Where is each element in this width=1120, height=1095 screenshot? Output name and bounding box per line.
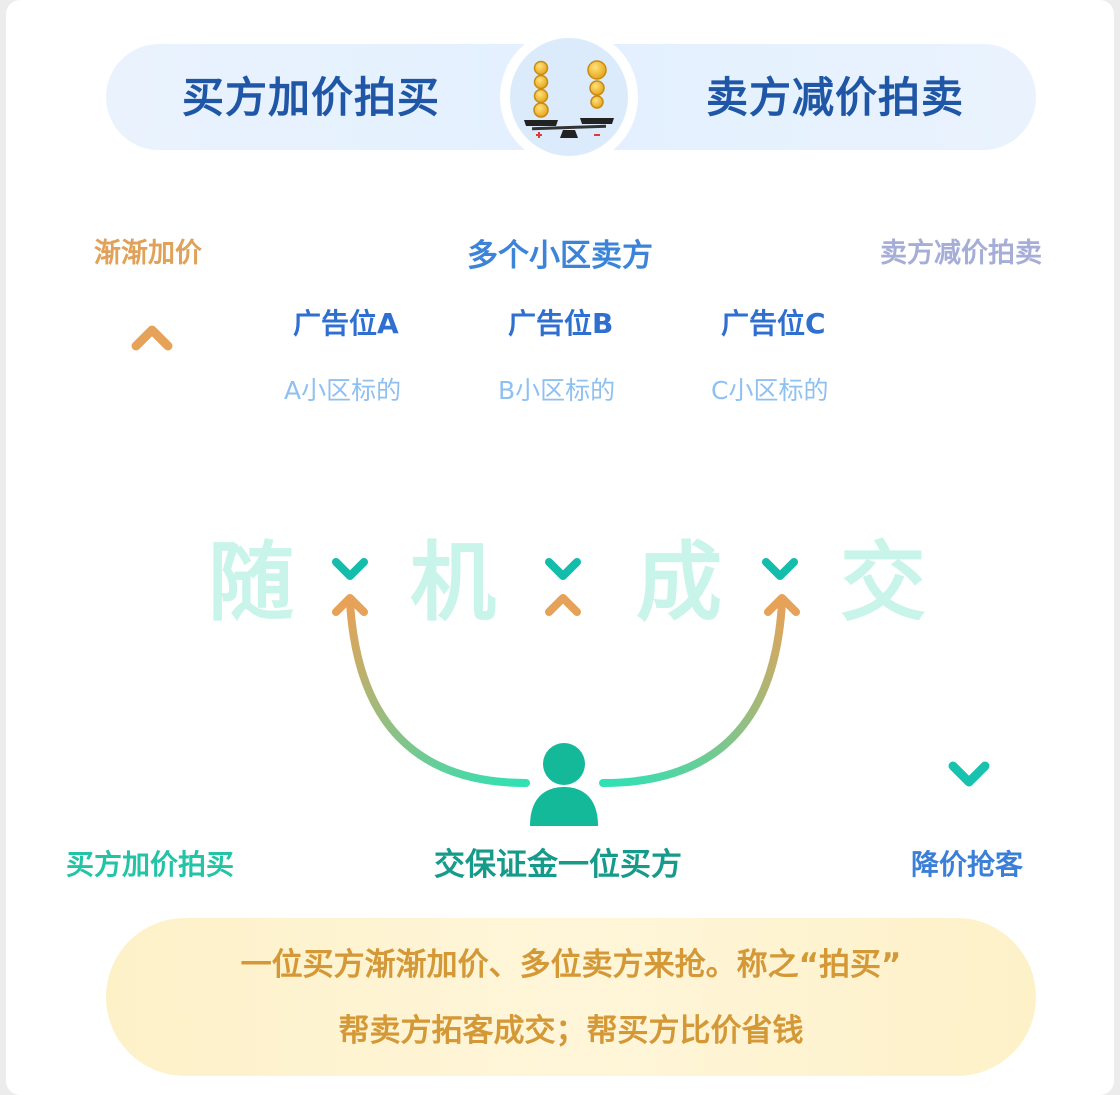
target-a-label: A小区标的 <box>284 376 402 405</box>
down-arrow-c <box>762 421 798 580</box>
down-arrow-a <box>332 421 368 580</box>
buyer-auction-title: 买方加价拍买 <box>182 73 441 122</box>
buyer-label: 交保证金一位买方 <box>434 847 682 883</box>
summary-banner: 一位买方渐渐加价、多位卖方来抢。称之“拍买” 帮卖方拓客成交；帮买方比价省钱 <box>106 918 1036 1076</box>
ad-slot-b-label: 广告位B <box>508 307 614 340</box>
person-icon <box>530 743 598 826</box>
price-rising-label: 渐渐加价 <box>94 238 202 269</box>
buyer-auction-side-label: 买方加价拍买 <box>66 848 235 881</box>
summary-line-1: 一位买方渐渐加价、多位卖方来抢。称之“拍买” <box>240 947 902 983</box>
summary-line-2: 帮卖方拓客成交；帮买方比价省钱 <box>338 1013 804 1049</box>
flow-arrows <box>131 325 990 826</box>
seller-auction-title: 卖方减价拍卖 <box>706 73 965 122</box>
buyer-arrow-b <box>545 594 581 726</box>
diagram-card: 买方加价拍买 卖方减价拍卖 <box>6 0 1114 1095</box>
price-cut-label: 降价抢客 <box>911 848 1024 881</box>
left-rising-arrow <box>131 325 173 785</box>
buyer-arrow-a <box>332 594 530 787</box>
ad-slot-a-label: 广告位A <box>293 307 399 340</box>
seller-auction-side-label: 卖方减价拍卖 <box>880 238 1042 269</box>
buyer-arrow-c <box>599 594 800 787</box>
down-arrow-b <box>545 421 581 580</box>
sellers-title: 多个小区卖方 <box>467 238 653 274</box>
ad-slot-c-label: 广告位C <box>721 307 826 340</box>
watermark-char-4: 交 <box>840 533 926 633</box>
balance-scale-coins-icon <box>500 28 638 166</box>
right-falling-arrow <box>948 325 990 787</box>
watermark-char-1: 随 <box>208 533 294 633</box>
watermark-char-3: 成 <box>636 533 722 633</box>
target-c-label: C小区标的 <box>711 376 829 405</box>
watermark-char-2: 机 <box>410 533 496 633</box>
target-b-label: B小区标的 <box>498 376 616 405</box>
